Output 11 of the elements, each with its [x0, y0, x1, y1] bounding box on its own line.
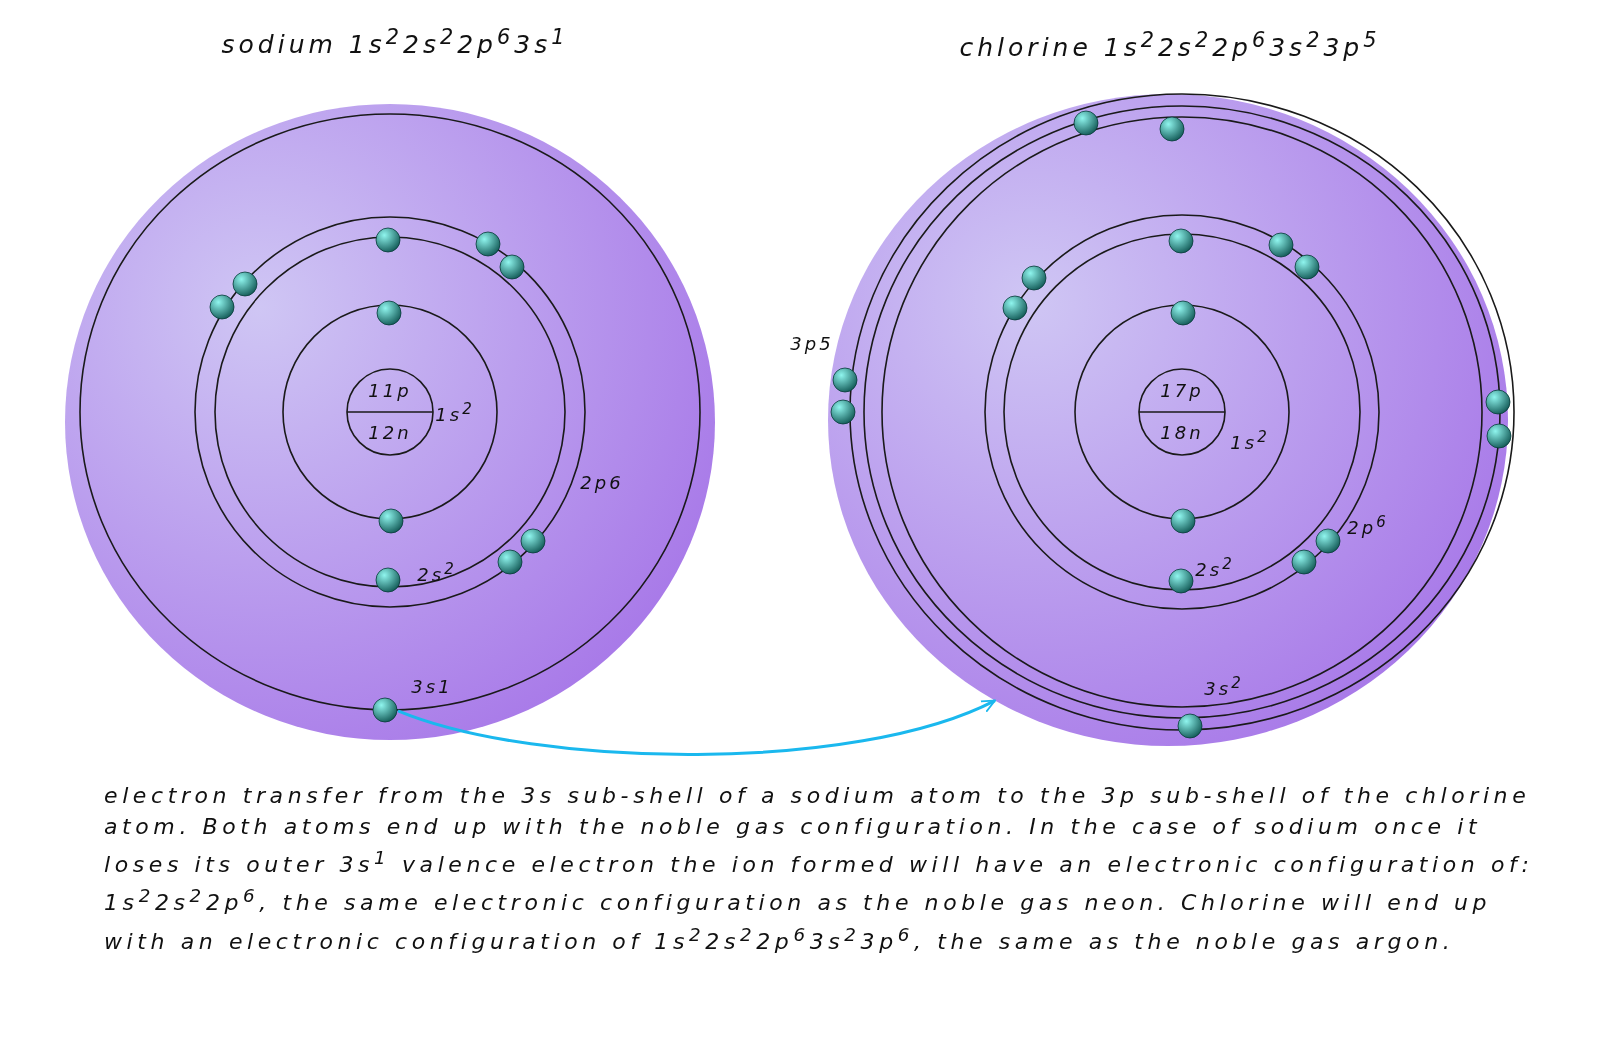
shell-label: 12n [368, 421, 412, 443]
shell-label: 1s$^{2}$ [435, 399, 475, 425]
atom-heading: sodium 1s$^{2}$2s$^{2}$2p$^{6}$3s$^{1}$ [220, 25, 570, 60]
shell-label: 2s$^{2}$ [417, 559, 457, 585]
shell-label: 3s1 [411, 675, 453, 697]
electron [372, 697, 398, 723]
caption: electron transfer from the 3s sub-shell of a sodium atom to the 3p sub-shell of the chlorine atom. Both atoms end up with the noble gas configuration. In the case of sodium once it loses its outer 3s$^{1}$ valence electron the ion formed will have an electronic configuration of: 1s$^{2}$2s$^{2}$2p$^{6}$, the same electronic configuration as the noble gas neon. Chlorine will end up with an electronic configuration of 1s$^{2}$2s$^{2}$2p$^{6}$3s$^{2}$3p$^{6}$, the same as the noble gas argon. [104, 782, 1535, 956]
shell-label: 3p5 [790, 332, 834, 354]
atom-heading: chlorine 1s$^{2}$2s$^{2}$2p$^{6}$3s$^{2}$3p$^{5}$ [958, 28, 1382, 63]
shell-label: 11p [368, 379, 412, 401]
shell-label: 2p6 [580, 471, 624, 493]
